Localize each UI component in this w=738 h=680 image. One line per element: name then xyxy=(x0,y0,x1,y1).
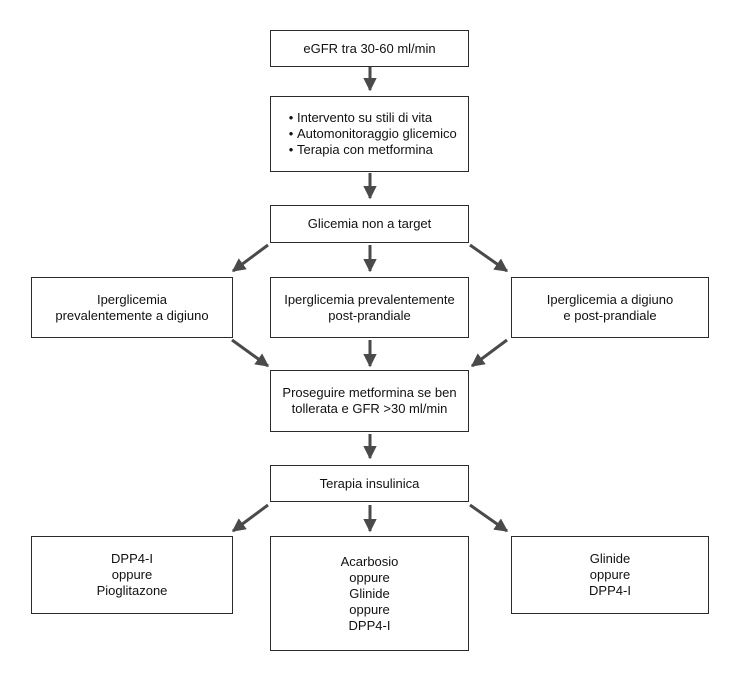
lifestyle-item: Intervento su stili di vita xyxy=(285,110,432,126)
insulin-box: Terapia insulinica xyxy=(270,465,469,502)
fasting-text: Iperglicemia xyxy=(96,291,168,307)
both-box: Iperglicemia a digiuno e post-prandiale xyxy=(511,277,709,338)
fasting-text: prevalentemente a digiuno xyxy=(55,307,209,323)
both-text: Iperglicemia a digiuno xyxy=(546,291,674,307)
lifestyle-item: Automonitoraggio glicemico xyxy=(285,126,457,142)
metformin-text: Proseguire metformina se ben xyxy=(282,385,457,400)
option-right-text: DPP4-I xyxy=(589,583,631,598)
arrow-glicemia-to-both xyxy=(469,243,509,273)
postprandial-text: Iperglicemia prevalentemente xyxy=(284,291,455,307)
arrow-both-to-metformin xyxy=(470,338,508,368)
option-left-text: Pioglitazone xyxy=(96,583,168,598)
metformin-text: tollerata e GFR >30 ml/min xyxy=(291,401,448,416)
option-right-box: Glinide oppure DPP4-I xyxy=(511,536,709,614)
egfr-text: eGFR tra 30-60 ml/min xyxy=(303,40,436,56)
option-center-text: Acarbosio xyxy=(340,553,399,569)
option-center-text: oppure xyxy=(349,601,390,617)
postprandial-box: Iperglicemia prevalentemente post-prandi… xyxy=(270,277,469,338)
arrow-fasting-to-metformin xyxy=(231,338,270,368)
option-center-text: oppure xyxy=(349,569,390,585)
egfr-box: eGFR tra 30-60 ml/min xyxy=(270,30,469,67)
option-left-text: oppure xyxy=(111,567,153,582)
option-right-text: Glinide xyxy=(589,551,631,566)
postprandial-text: post-prandiale xyxy=(328,307,411,323)
glicemia-box: Glicemia non a target xyxy=(270,205,469,243)
insulin-text: Terapia insulinica xyxy=(319,475,420,491)
option-left-box: DPP4-I oppure Pioglitazone xyxy=(31,536,233,614)
arrow-insulin-to-opt-left xyxy=(231,503,269,533)
option-center-box: Acarbosio oppure Glinide oppure DPP4-I xyxy=(270,536,469,651)
glicemia-text: Glicemia non a target xyxy=(307,216,432,231)
option-center-text: Glinide xyxy=(349,585,390,601)
option-right-text: oppure xyxy=(589,567,631,582)
option-left-text: DPP4-I xyxy=(111,551,153,566)
arrow-glicemia-to-fasting xyxy=(231,243,269,273)
arrow-insulin-to-opt-right xyxy=(469,503,509,533)
metformin-box: Proseguire metformina se ben tollerata e… xyxy=(270,370,469,432)
option-center-text: DPP4-I xyxy=(348,617,391,633)
lifestyle-item: Terapia con metformina xyxy=(285,142,433,158)
lifestyle-box: Intervento su stili di vita Automonitora… xyxy=(270,96,469,172)
both-text: e post-prandiale xyxy=(563,307,657,323)
fasting-box: Iperglicemia prevalentemente a digiuno xyxy=(31,277,233,338)
